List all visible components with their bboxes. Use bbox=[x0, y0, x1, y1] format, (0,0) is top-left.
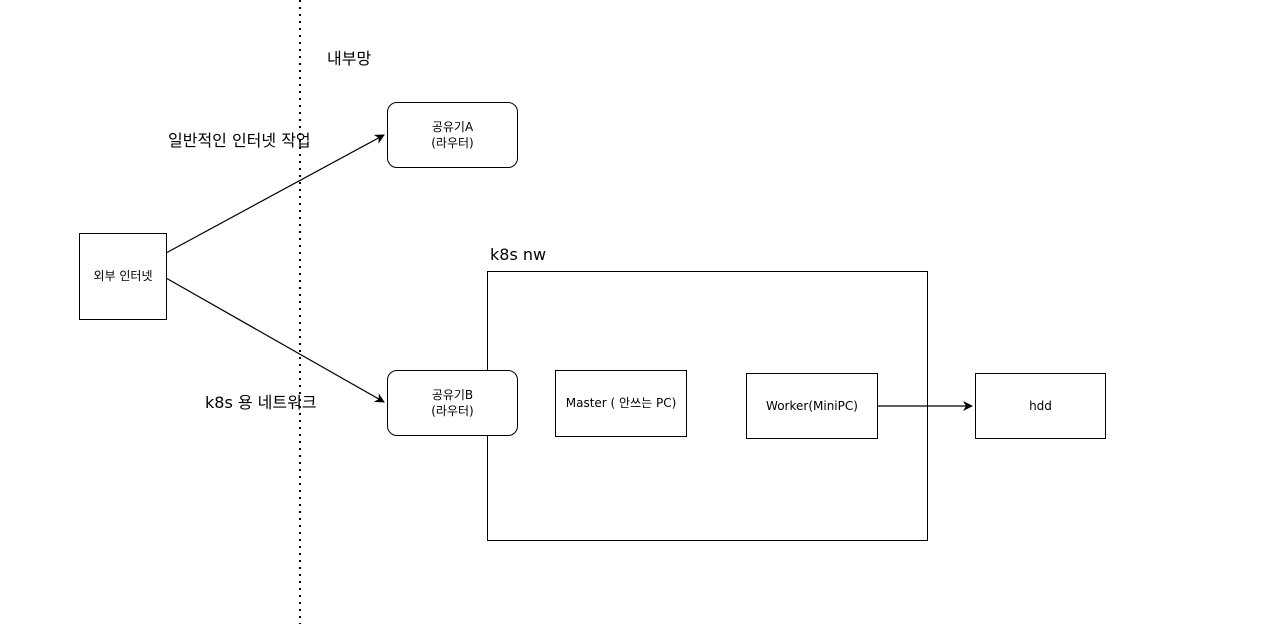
external-internet-label: 외부 인터넷 bbox=[93, 269, 153, 284]
hdd-label: hdd bbox=[1029, 398, 1052, 413]
general-internet-edge-label: 일반적인 인터넷 작업 bbox=[168, 131, 311, 150]
master-label: Master ( 안쓰는 PC) bbox=[565, 396, 677, 411]
arrow-to-router-a bbox=[165, 134, 385, 254]
worker-node[interactable]: Worker(MiniPC) bbox=[746, 373, 878, 439]
router-a-label-line1: 공유기A bbox=[431, 119, 474, 134]
router-b-label-line1: 공유기B bbox=[431, 387, 474, 402]
internal-network-label: 내부망 bbox=[327, 49, 372, 68]
hdd-node[interactable]: hdd bbox=[975, 373, 1106, 439]
external-internet-node[interactable]: 외부 인터넷 bbox=[79, 233, 167, 320]
master-node[interactable]: Master ( 안쓰는 PC) bbox=[555, 370, 687, 437]
k8s-network-edge-label: k8s 용 네트워크 bbox=[205, 393, 317, 412]
k8s-nw-group-label: k8s nw bbox=[490, 245, 547, 264]
arrow-to-router-b bbox=[165, 277, 385, 403]
router-a-node[interactable]: 공유기A (라우터) bbox=[387, 102, 518, 168]
router-a-label-line2: (라우터) bbox=[431, 136, 474, 150]
worker-label: Worker(MiniPC) bbox=[766, 398, 858, 413]
router-b-label-line2: (라우터) bbox=[431, 404, 474, 418]
router-b-node[interactable]: 공유기B (라우터) bbox=[387, 370, 518, 436]
